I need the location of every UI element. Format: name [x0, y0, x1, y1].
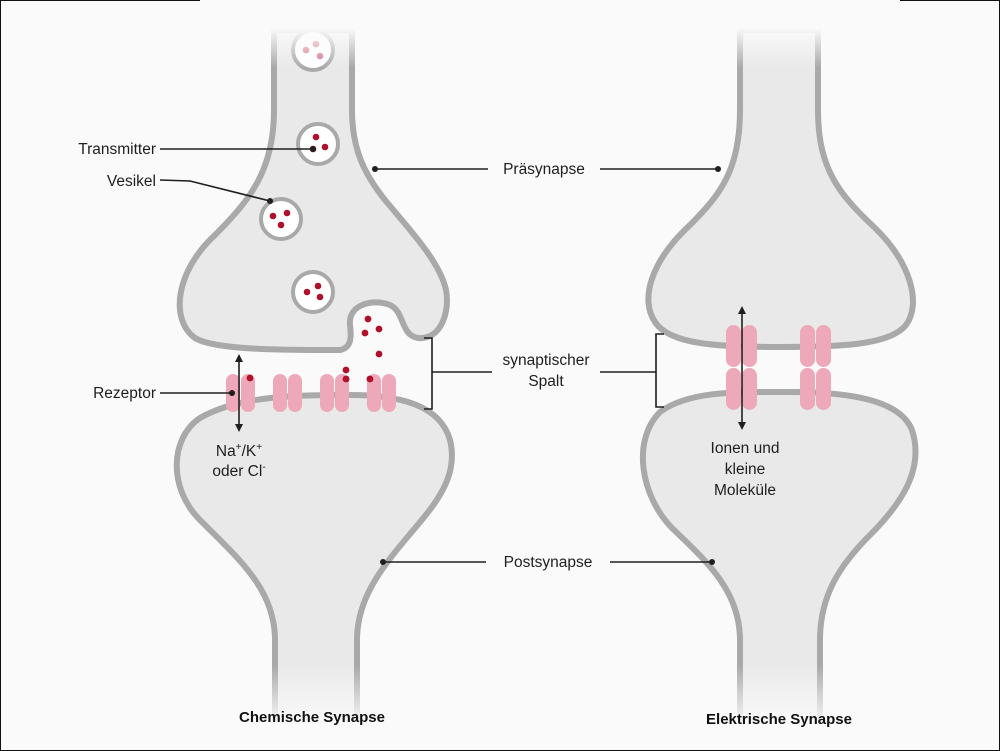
- label-synaptic-cleft-line2: Spalt: [528, 373, 564, 390]
- label-praesynapse: Präsynapse: [503, 161, 585, 178]
- label-ions-electrical-line3: Moleküle: [714, 482, 776, 499]
- chemical-synapse: [173, 27, 455, 728]
- chemical-postsynapse: [173, 391, 455, 728]
- vesicle: [291, 270, 335, 314]
- electrical-postsynapse: [639, 388, 919, 728]
- fade-bottom: [690, 665, 870, 725]
- vesicle: [296, 122, 340, 166]
- label-ions-electrical-line1: Ionen und: [711, 440, 780, 457]
- fade-top: [690, 28, 870, 68]
- label-ions-electrical-line2: kleine: [725, 461, 766, 478]
- label-rezeptor: Rezeptor: [93, 385, 156, 402]
- label-synaptic-cleft-line1: synaptischer: [502, 352, 589, 369]
- chemical-presynapse: [176, 27, 450, 354]
- label-postsynapse: Postsynapse: [504, 554, 593, 571]
- electrical-synapse: [639, 27, 919, 728]
- receptor-group: [273, 374, 302, 412]
- label-transmitter: Transmitter: [78, 141, 156, 158]
- fade-bottom: [200, 665, 400, 725]
- title-electrical-synapse: Elektrische Synapse: [706, 711, 852, 728]
- gap-junction: [800, 325, 831, 410]
- electrical-presynapse: [645, 27, 916, 351]
- fade-top: [200, 28, 400, 68]
- receptor-group: [320, 374, 349, 412]
- leader-lines: [159, 146, 721, 565]
- label-ions-chemical-line1: Na+/K+: [216, 442, 262, 460]
- title-chemical-synapse: Chemische Synapse: [239, 709, 385, 726]
- receptor-group: [367, 374, 396, 412]
- label-vesikel: Vesikel: [107, 173, 156, 190]
- vesicle: [259, 197, 303, 241]
- label-ions-chemical-line2: oder Cl-: [212, 462, 265, 480]
